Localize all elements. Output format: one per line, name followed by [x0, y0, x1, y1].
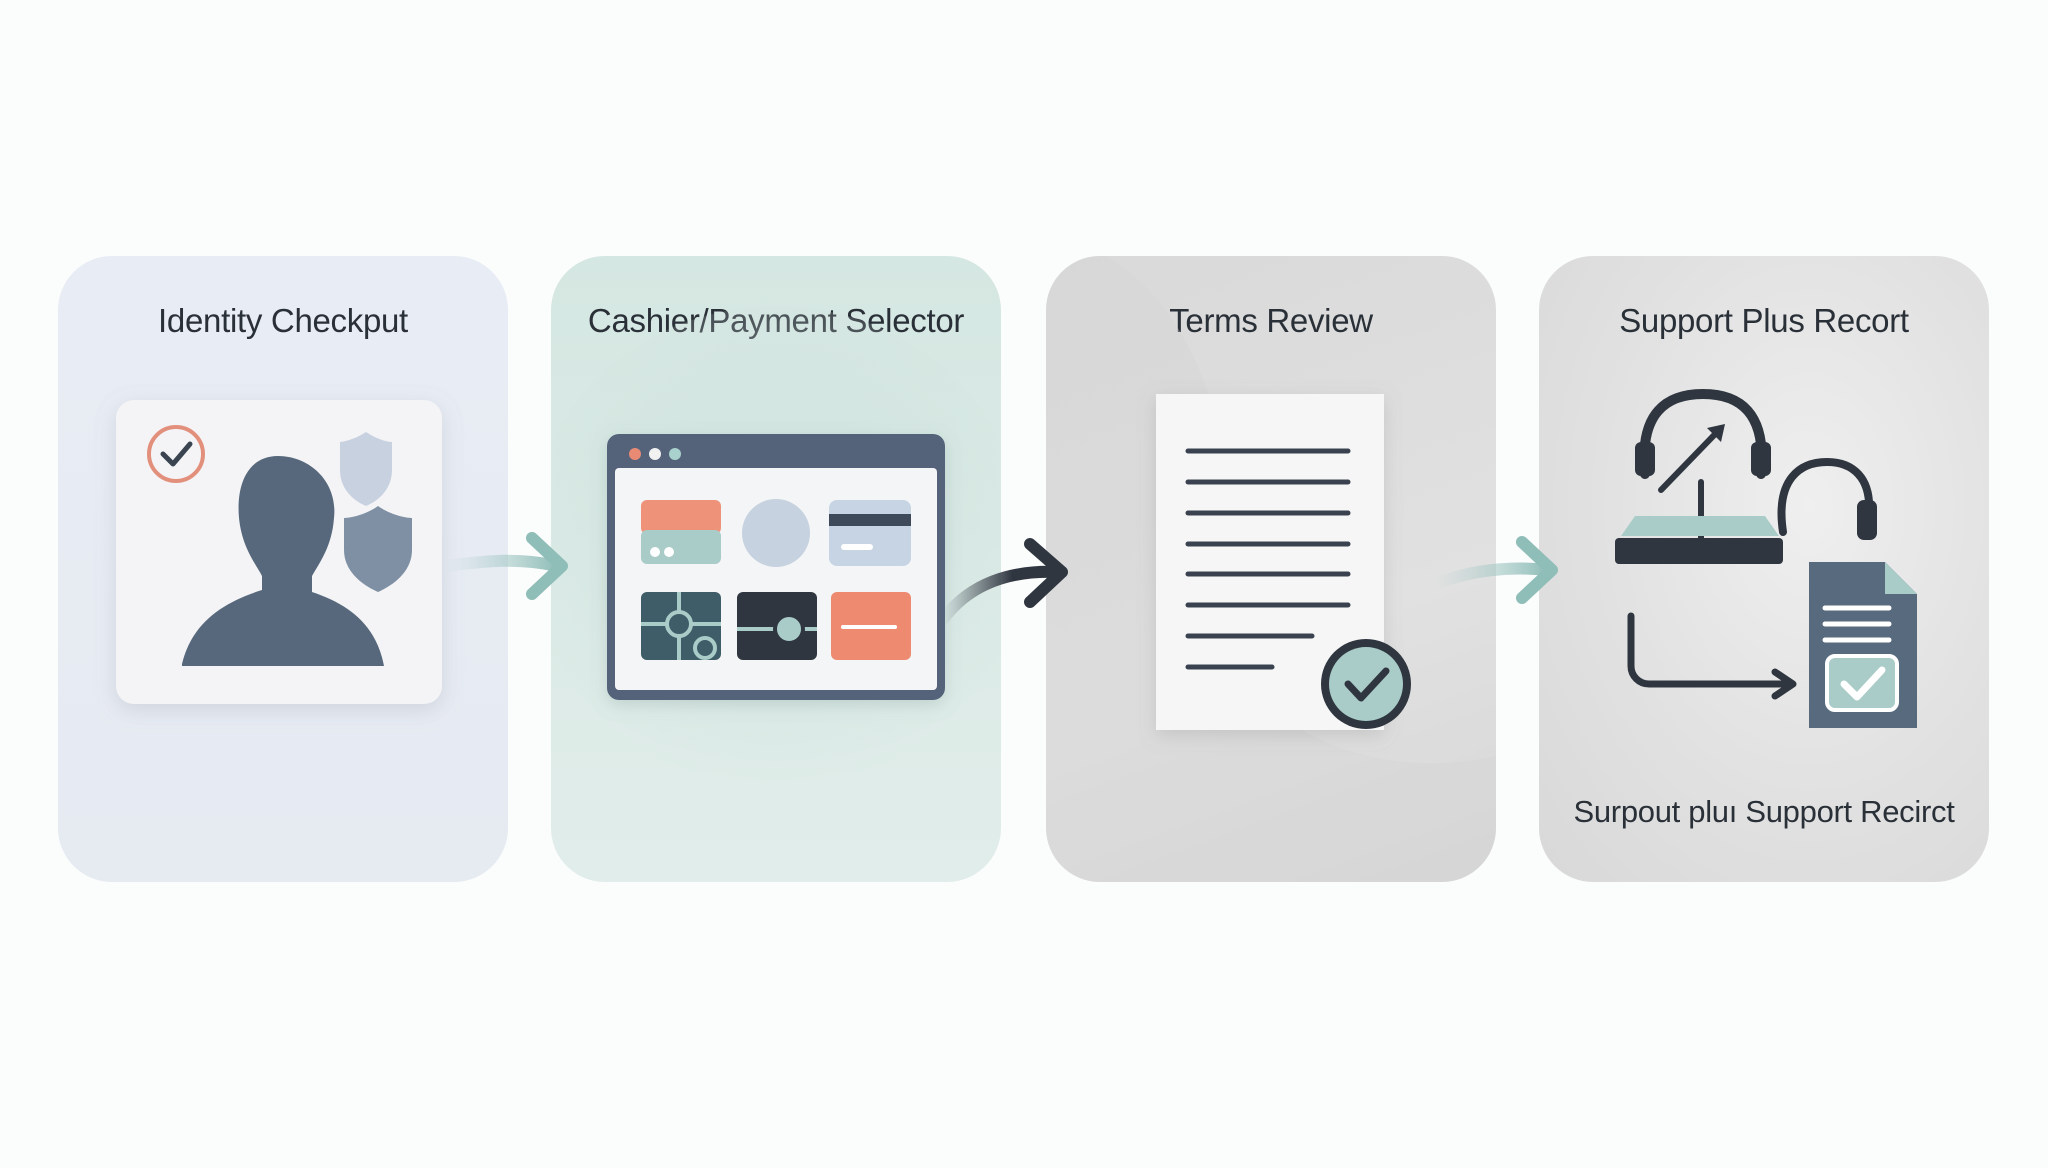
check-circle-icon — [147, 425, 205, 483]
record-document-icon — [1809, 562, 1917, 728]
step-card-payment: Cashier/Payment Selector — [551, 256, 1001, 882]
step-caption-support: Surpout pluı Support Recirct — [1573, 794, 1955, 829]
approval-check-icon — [1321, 639, 1411, 729]
toggle-tile-icon — [737, 592, 817, 660]
wallet-tile-icon — [641, 500, 721, 564]
headset-icon-large — [1635, 388, 1771, 479]
upload-arrow-icon — [1658, 424, 1725, 493]
coin-circle-icon — [742, 499, 810, 567]
step-card-identity: Identity Checkput — [58, 256, 508, 882]
headset-support-record-icon — [1615, 388, 1917, 728]
connector-arrow-2-3 — [940, 538, 1068, 624]
headset-icon-small — [1777, 457, 1877, 540]
step-card-terms: Terms Review — [1046, 256, 1496, 882]
connector-arrow-1-2 — [440, 532, 568, 600]
person-silhouette-icon — [182, 456, 384, 666]
payment-window-icon — [551, 306, 1001, 786]
chip-tile-icon — [641, 592, 721, 660]
step-card-support: Support Plus Recort — [1539, 256, 1989, 882]
document-text-lines — [1185, 448, 1351, 670]
step-title-terms: Terms Review — [1169, 302, 1373, 339]
return-arrow-icon — [1627, 612, 1797, 700]
window-dot-teal-icon — [669, 448, 681, 460]
shield-icon-front — [344, 506, 412, 592]
document-check-icon — [1046, 256, 1496, 882]
shield-icon-back — [340, 432, 392, 506]
connector-arrow-3-4 — [1430, 536, 1558, 604]
identity-user-shield-icon — [116, 400, 442, 704]
window-dot-red-icon — [629, 448, 641, 460]
credit-card-icon — [829, 500, 911, 566]
window-dot-white-icon — [649, 448, 661, 460]
step-title-support: Support Plus Recort — [1619, 302, 1909, 339]
step-title-identity: Identity Checkput — [158, 302, 408, 339]
inbox-tray-icon — [1615, 479, 1783, 564]
coral-card-tile-icon — [831, 592, 911, 660]
